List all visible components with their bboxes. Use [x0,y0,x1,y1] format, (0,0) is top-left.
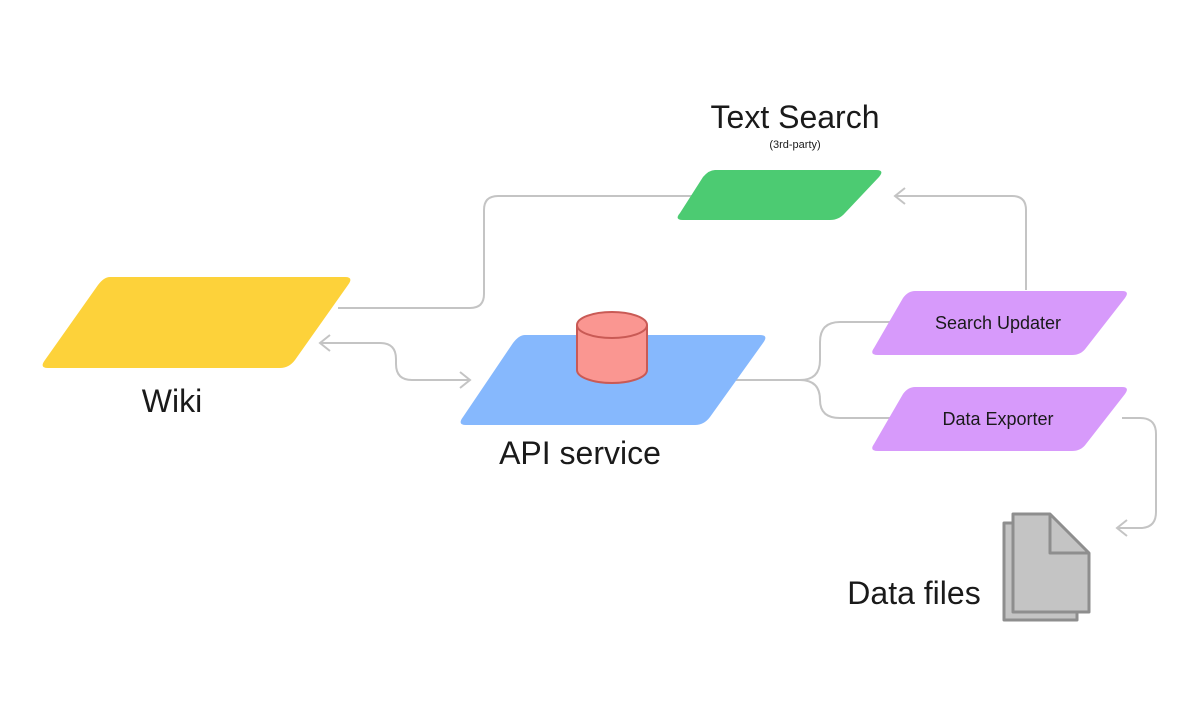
arrowhead-wiki [318,334,331,352]
arrowhead-text-search [893,187,906,205]
database-body [576,325,648,384]
edge-search-updater-to-text-search [895,195,1027,290]
data-file-front [1011,512,1091,614]
database-icon [576,311,648,384]
wiki-label: Wiki [142,383,202,419]
edge-wiki-api-service [320,342,470,381]
edge-data-exporter-to-data-files [1117,417,1157,529]
data-file-fold [1048,514,1089,555]
text-search-sublabel: (3rd-party) [769,139,820,151]
api-service-label: API service [499,435,661,471]
edge-wiki-to-text-search [338,195,693,309]
edge-api-to-search-updater [736,321,893,381]
edge-api-to-data-exporter [799,379,893,419]
arrowhead-data-files [1115,519,1128,537]
arrowhead-api-service [459,371,472,389]
text-search-node[interactable] [677,170,882,220]
text-search-shape [677,170,882,220]
data-exporter-shape [872,387,1127,451]
search-updater-node[interactable] [872,291,1127,355]
text-search-label: Text Search [711,99,880,135]
database-top [576,311,648,339]
wiki-shape [42,277,351,368]
data-files-label: Data files [847,575,980,611]
connectors [318,187,1157,537]
search-updater-label: Search Updater [935,313,1061,333]
search-updater-shape [872,291,1127,355]
wiki-node[interactable] [42,277,351,368]
data-files-icon[interactable] [1002,512,1091,622]
data-exporter-node[interactable] [872,387,1127,451]
data-exporter-label: Data Exporter [942,409,1053,429]
